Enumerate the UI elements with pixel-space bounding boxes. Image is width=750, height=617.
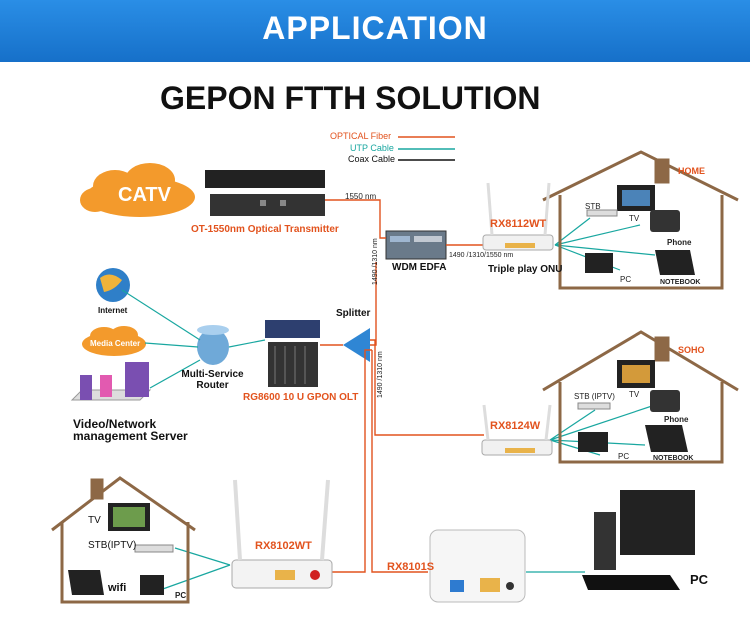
soho-notebook-label: NOTEBOOK: [653, 455, 694, 462]
bottom-left-house-outline: [51, 476, 196, 604]
wavelength-triple-label: 1490 /1310/1550 nm: [449, 252, 514, 259]
soho-onu-icon: [481, 404, 553, 456]
bl-pc-icon: [140, 575, 164, 595]
soho-tv-label: TV: [629, 390, 640, 399]
soho-notebook-icon: [645, 425, 688, 452]
home-phone-label: Phone: [667, 238, 692, 247]
server-label: Video/Network management Server: [73, 417, 188, 443]
soho-phone-label: Phone: [664, 415, 689, 424]
splitter-icon: [343, 328, 370, 362]
home-pc-label: PC: [620, 275, 632, 284]
olt-label: RG8600 10 U GPON OLT: [243, 392, 359, 403]
home-notebook-icon: [655, 250, 695, 275]
br-onu-icon: [429, 529, 526, 603]
router-label: Multi-Service Router: [181, 369, 244, 391]
media-center-label: Media Center: [90, 339, 141, 348]
wavelength-1550-label: 1550 nm: [345, 192, 377, 201]
legend-coax-label: Coax Cable: [348, 154, 396, 164]
home-tv-label: TV: [629, 214, 640, 223]
soho-tv-screen: [622, 365, 650, 383]
internet-globe-icon: [96, 268, 130, 302]
internet-label: Internet: [98, 306, 128, 315]
soho-pc-icon: [578, 432, 608, 452]
edfa-label: WDM EDFA: [392, 262, 447, 273]
bl-wifi-label: wifi: [108, 582, 127, 594]
home-onu-icon: [482, 182, 554, 251]
home-stb-label: STB: [585, 202, 601, 211]
splitter-label: Splitter: [336, 308, 371, 319]
fiber-links: [316, 199, 485, 573]
router-icon: [197, 325, 229, 365]
soho-house-outline: [542, 330, 739, 464]
header-banner: APPLICATION: [0, 0, 750, 62]
bl-stb-label: STB(IPTV): [88, 540, 137, 551]
catv-label: CATV: [118, 184, 171, 206]
bl-tv-label: TV: [88, 515, 101, 526]
soho-stb-icon: [577, 402, 611, 410]
home-onu-model: RX8112WT: [490, 218, 547, 230]
home-onu-desc: Triple play ONU: [488, 264, 563, 275]
legend-utp-label: UTP Cable: [350, 143, 394, 153]
bl-tv-screen: [113, 507, 145, 527]
server-icon: [70, 362, 152, 401]
wdm-edfa-icon: [385, 230, 447, 260]
utp-links: [121, 217, 656, 591]
soho-tag: SOHO: [678, 345, 705, 355]
soho-phone-icon: [650, 390, 680, 412]
br-pc-icon: [582, 490, 695, 590]
home-stb-icon: [586, 209, 618, 217]
home-house-outline: [542, 150, 739, 290]
banner-title: APPLICATION: [262, 10, 488, 46]
home-tv-screen: [622, 190, 650, 206]
home-pc-icon: [585, 253, 613, 273]
bl-onu-icon: [231, 479, 333, 589]
soho-stb-label: STB (IPTV): [574, 392, 615, 401]
transmitter-label: OT-1550nm Optical Transmitter: [191, 224, 339, 235]
soho-onu-model: RX8124W: [490, 420, 541, 432]
wavelength-vert2-label: 1490 /1310 nm: [377, 351, 384, 398]
page-title: GEPON FTTH SOLUTION: [160, 80, 541, 116]
bl-stb-icon: [134, 544, 174, 553]
optical-transmitter-icon: [205, 170, 325, 216]
br-onu-model: RX8101S: [387, 561, 435, 573]
soho-pc-label: PC: [618, 452, 630, 461]
bl-pc-label: PC: [175, 591, 187, 600]
bl-onu-model: RX8102WT: [255, 540, 312, 552]
media-center-cloud-icon: [82, 326, 146, 356]
legend-fiber-label: OPTICAL Fiber: [330, 131, 392, 141]
home-phone-icon: [650, 210, 680, 232]
br-pc-label: PC: [690, 572, 709, 587]
home-tag: HOME: [678, 166, 705, 176]
home-notebook-label: NOTEBOOK: [660, 279, 701, 286]
wavelength-vert1-label: 1490 /1310 nm: [372, 238, 379, 285]
catv-cloud-icon: [80, 163, 195, 217]
bl-notebook-icon: [68, 570, 104, 595]
olt-icon: [265, 320, 320, 387]
